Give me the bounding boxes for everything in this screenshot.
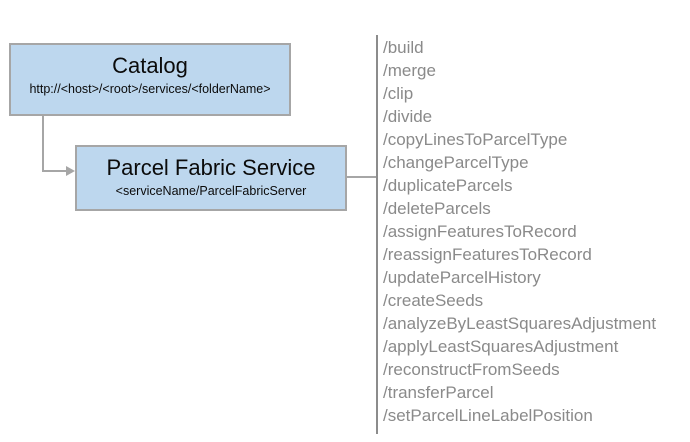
endpoint-item: /applyLeastSquaresAdjustment bbox=[383, 337, 619, 356]
endpoint-item: /divide bbox=[383, 107, 433, 126]
endpoint-list: /build/merge/clip/divide/copyLinesToParc… bbox=[383, 36, 683, 427]
arrowhead-icon bbox=[66, 166, 75, 176]
catalog-title: Catalog bbox=[112, 53, 188, 78]
service-subtitle: <serviceName/ParcelFabricServer bbox=[115, 184, 307, 198]
endpoint-item: /duplicateParcels bbox=[383, 176, 513, 195]
catalog-url: http://<host>/<root>/services/<folderNam… bbox=[29, 82, 271, 96]
connector-horizontal-segment bbox=[42, 170, 68, 172]
endpoint-item: /clip bbox=[383, 84, 414, 103]
endpoint-item: /analyzeByLeastSquaresAdjustment bbox=[383, 314, 657, 333]
catalog-box: Catalog http://<host>/<root>/services/<f… bbox=[9, 43, 291, 116]
endpoint-item: /transferParcel bbox=[383, 383, 494, 402]
service-title: Parcel Fabric Service bbox=[106, 155, 316, 180]
endpoint-item: /reassignFeaturesToRecord bbox=[383, 245, 592, 264]
endpoint-item: /updateParcelHistory bbox=[383, 268, 541, 287]
endpoint-item: /createSeeds bbox=[383, 291, 484, 310]
endpoint-item: /setParcelLineLabelPosition bbox=[383, 406, 593, 425]
endpoint-divider-line bbox=[376, 35, 378, 434]
endpoint-item: /build bbox=[383, 38, 424, 57]
service-to-endpoints-connector bbox=[347, 176, 376, 178]
endpoint-item: /merge bbox=[383, 61, 436, 80]
endpoint-item: /changeParcelType bbox=[383, 153, 529, 172]
endpoint-item: /deleteParcels bbox=[383, 199, 491, 218]
connector-vertical-segment bbox=[42, 116, 44, 172]
parcel-fabric-service-box: Parcel Fabric Service <serviceName/Parce… bbox=[75, 145, 347, 211]
endpoint-item: /reconstructFromSeeds bbox=[383, 360, 560, 379]
endpoint-item: /copyLinesToParcelType bbox=[383, 130, 568, 149]
endpoint-item: /assignFeaturesToRecord bbox=[383, 222, 577, 241]
